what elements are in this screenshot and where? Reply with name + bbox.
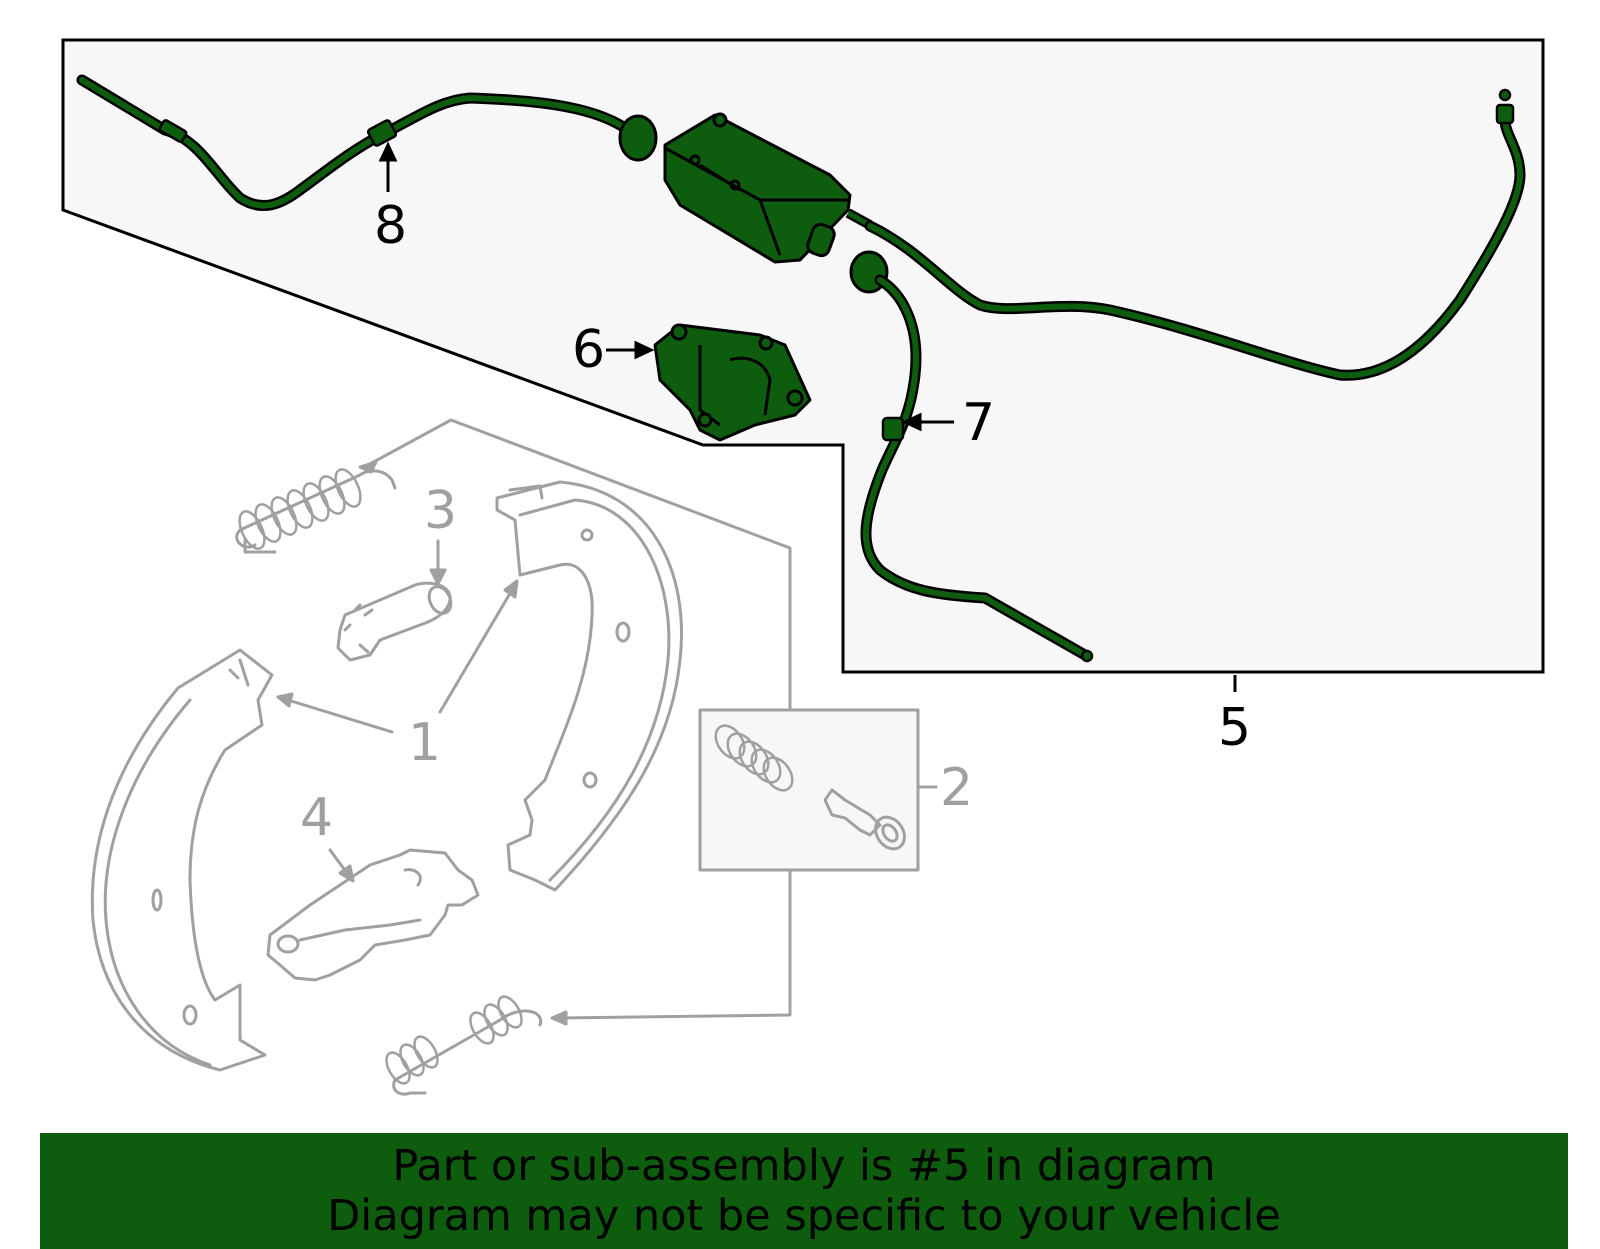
parking-brake-cable-center [849,250,1094,663]
callout-2: 2 [940,758,973,818]
return-spring-upper [235,469,397,549]
banner-line-2: Diagram may not be specific to your vehi… [327,1191,1281,1241]
leader-lines-active [378,141,1237,692]
callout-8: 8 [374,196,407,256]
callout-4: 4 [300,788,333,848]
callout-3: 3 [424,481,457,541]
lever-part [266,848,480,982]
brake-shoe-right [495,480,683,892]
brake-shoe-group [90,418,938,1096]
parking-brake-actuator [663,112,873,264]
info-banner: Part or sub-assembly is #5 in diagram Di… [40,1133,1568,1249]
callout-1: 1 [408,713,441,773]
adjuster-part [336,581,452,662]
banner-line-1: Part or sub-assembly is #5 in diagram [392,1141,1216,1191]
callout-5: 5 [1218,698,1251,758]
parking-brake-cable-right [864,88,1526,381]
callout-7: 7 [962,393,995,453]
actuator-bracket [653,323,812,442]
assembly-5-panel [61,38,1545,674]
brake-shoe-left [90,648,274,1072]
parking-brake-cable-left [76,74,658,211]
callout-6: 6 [572,320,605,380]
